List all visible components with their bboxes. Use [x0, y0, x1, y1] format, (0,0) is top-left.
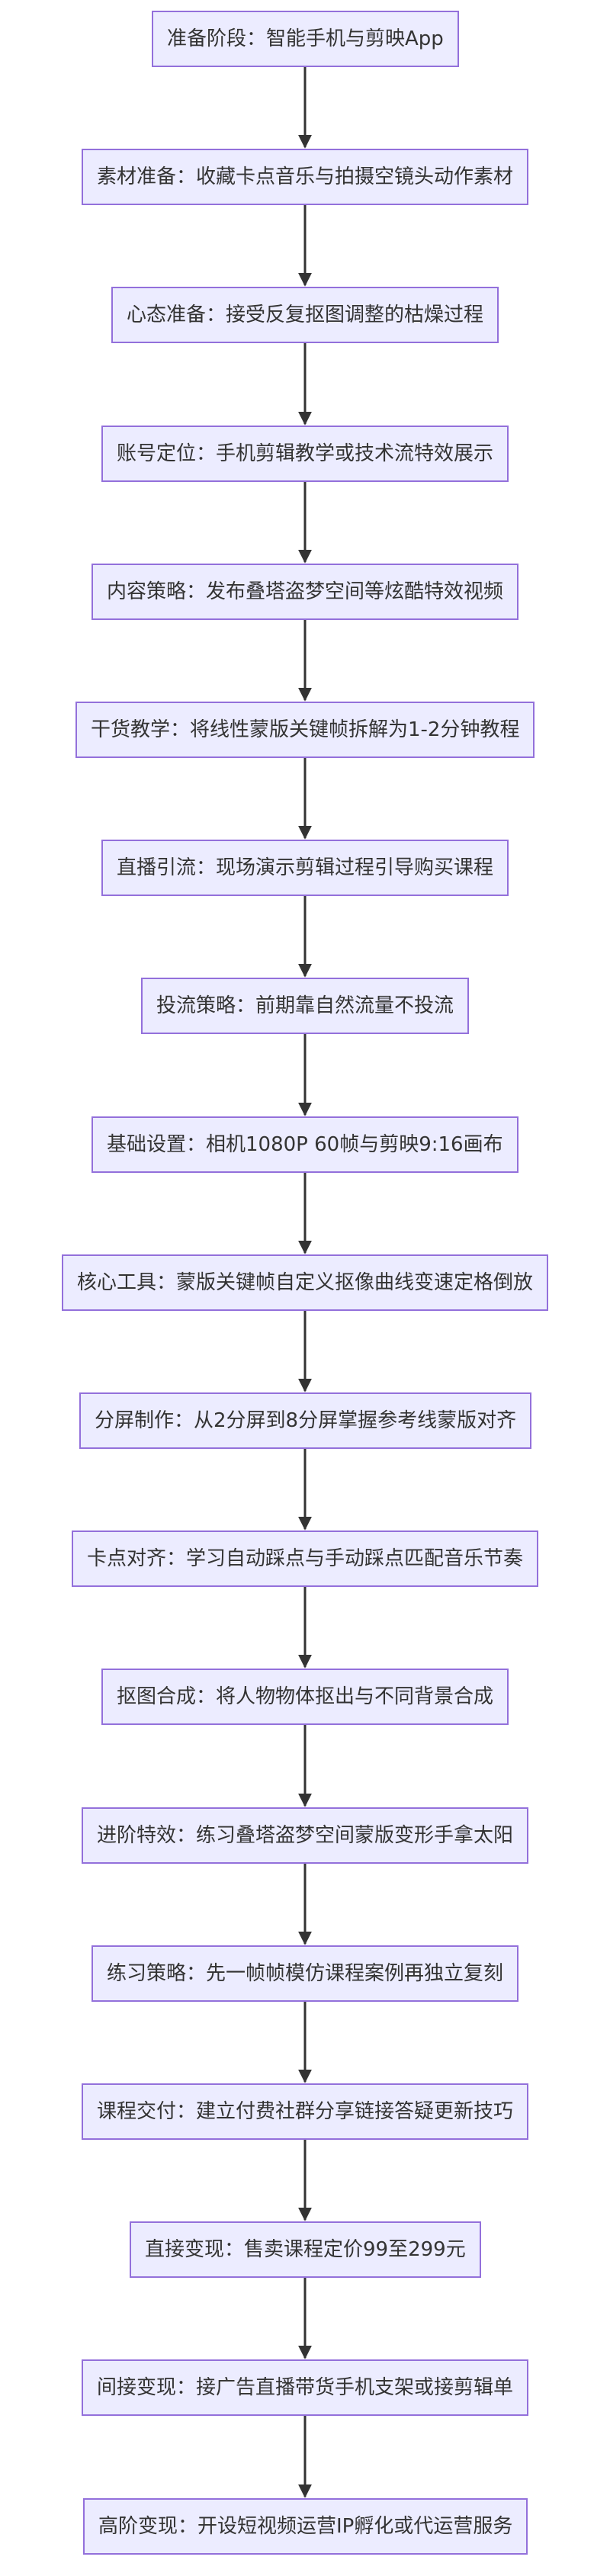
flow-node-5: 内容策略：发布叠塔盗梦空间等炫酷特效视频 — [92, 564, 519, 620]
flow-node-8: 投流策略：前期靠自然流量不投流 — [141, 978, 470, 1034]
flow-node-19: 高阶变现：开设短视频运营IP孵化或代运营服务 — [83, 2498, 528, 2555]
flow-node-4: 账号定位：手机剪辑教学或技术流特效展示 — [101, 426, 509, 482]
flow-node-7: 直播引流：现场演示剪辑过程引导购买课程 — [101, 840, 509, 896]
flow-node-6: 干货教学：将线性蒙版关键帧拆解为1-2分钟教程 — [75, 702, 535, 758]
flow-node-15: 练习策略：先一帧帧模仿课程案例再独立复刻 — [92, 1945, 519, 2002]
flow-node-17: 直接变现：售卖课程定价99至299元 — [130, 2221, 481, 2278]
flow-node-13: 抠图合成：将人物物体抠出与不同背景合成 — [101, 1669, 509, 1725]
flow-node-18: 间接变现：接广告直播带货手机支架或接剪辑单 — [82, 2359, 529, 2416]
flow-node-9: 基础设置：相机1080P 60帧与剪映9:16画布 — [92, 1116, 518, 1173]
flow-node-2: 素材准备：收藏卡点音乐与拍摄空镜头动作素材 — [82, 149, 529, 205]
flow-node-1: 准备阶段：智能手机与剪映App — [152, 11, 459, 67]
flow-node-10: 核心工具：蒙版关键帧自定义抠像曲线变速定格倒放 — [62, 1254, 549, 1311]
flow-node-16: 课程交付：建立付费社群分享链接答疑更新技巧 — [82, 2083, 529, 2140]
flow-node-11: 分屏制作：从2分屏到8分屏掌握参考线蒙版对齐 — [79, 1392, 532, 1449]
flow-node-3: 心态准备：接受反复抠图调整的枯燥过程 — [111, 287, 499, 343]
flow-node-14: 进阶特效：练习叠塔盗梦空间蒙版变形手拿太阳 — [82, 1807, 529, 1864]
flow-node-12: 卡点对齐：学习自动踩点与手动踩点匹配音乐节奏 — [72, 1531, 539, 1587]
